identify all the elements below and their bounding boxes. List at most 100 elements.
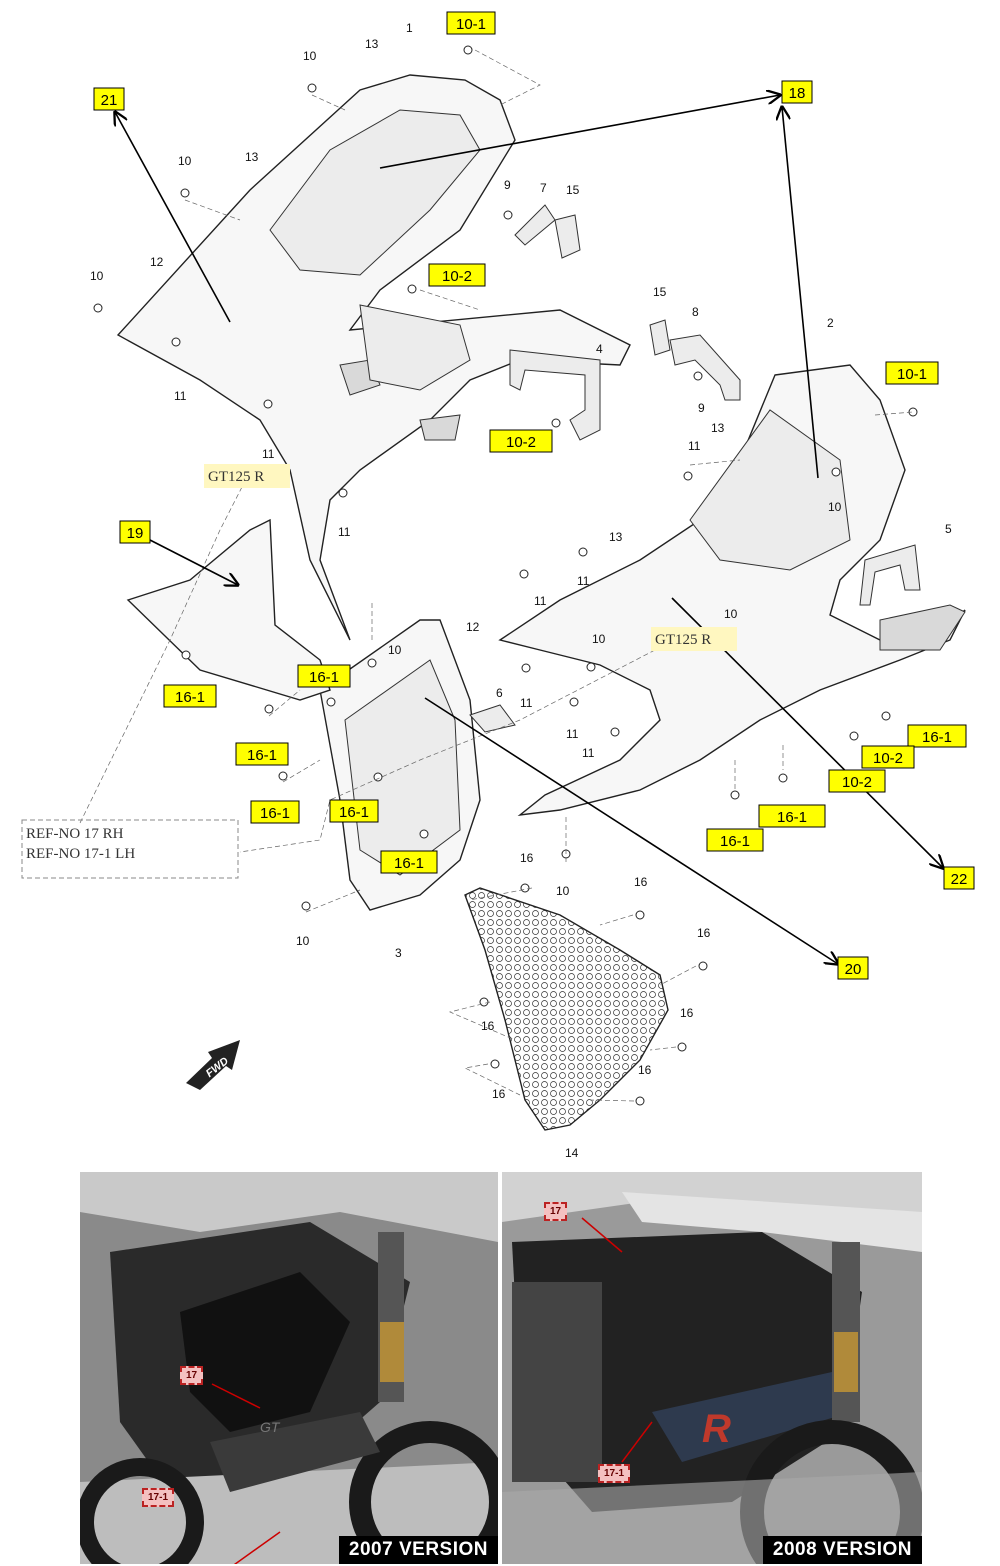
part-number-labels: 1 2 3 4 5 6 7 8 9 9 10 10 10 10 10 10 10… <box>90 21 952 1160</box>
callout-10-2-b: 10-2 <box>489 429 553 453</box>
side-vent-opening <box>419 414 461 441</box>
svg-text:16-1: 16-1 <box>339 804 369 821</box>
svg-text:2: 2 <box>827 316 834 330</box>
svg-text:10-2: 10-2 <box>442 268 472 285</box>
svg-text:12: 12 <box>150 255 164 269</box>
tag-17-1-2008: 17-1 <box>598 1464 631 1483</box>
assembly-dash-lines <box>79 49 914 1102</box>
svg-text:10: 10 <box>556 884 570 898</box>
photo-2008-version: R 17 17-1 2008 VERSION <box>502 1172 922 1564</box>
svg-text:11: 11 <box>577 574 590 588</box>
side-cowl-part-2 <box>498 364 966 817</box>
svg-text:REF-NO 17 RH: REF-NO 17 RH <box>26 826 124 842</box>
callout-16-1-e: 16-1 <box>329 799 379 823</box>
svg-text:1: 1 <box>406 21 413 35</box>
svg-text:16: 16 <box>520 851 534 865</box>
clip-part-7 <box>514 204 556 246</box>
callout-10-2-a: 10-2 <box>428 263 486 287</box>
svg-text:15: 15 <box>653 285 667 299</box>
svg-text:11: 11 <box>582 746 595 760</box>
version-label-2007: 2007 VERSION <box>338 1536 498 1564</box>
svg-text:10: 10 <box>592 632 606 646</box>
callout-16-1-f: 16-1 <box>380 850 438 874</box>
svg-text:16: 16 <box>634 875 648 889</box>
bracket-part-8 <box>669 334 741 401</box>
svg-text:REF-NO 17-1 LH: REF-NO 17-1 LH <box>26 846 135 862</box>
svg-text:11: 11 <box>534 594 547 608</box>
svg-text:10-2: 10-2 <box>842 774 872 791</box>
svg-text:11: 11 <box>566 727 579 741</box>
bracket-part-4 <box>509 349 601 441</box>
callout-10-1-right: 10-1 <box>885 361 939 385</box>
svg-text:13: 13 <box>365 37 379 51</box>
motorcycle-photo-2008: R <box>502 1172 922 1564</box>
version-photos: GT 17 17-1 2007 VERSION R 17 17-1 2008 V… <box>80 1172 922 1564</box>
svg-text:16-1: 16-1 <box>777 809 807 826</box>
side-panel-part-19 <box>126 518 331 701</box>
svg-text:16-1: 16-1 <box>720 833 750 850</box>
svg-text:10: 10 <box>388 643 402 657</box>
tag-17-2007: 17 <box>180 1366 204 1385</box>
svg-text:7: 7 <box>540 181 547 195</box>
fwd-arrow-icon: FWD <box>186 1040 240 1090</box>
exploded-parts-diagram: 10-1 18 21 10-2 10-1 10-2 19 16-1 16-1 1… <box>21 11 975 1160</box>
svg-text:13: 13 <box>711 421 725 435</box>
svg-text:19: 19 <box>127 525 144 542</box>
svg-text:16: 16 <box>680 1006 694 1020</box>
callout-20: 20 <box>837 956 869 980</box>
callout-16-1-d: 16-1 <box>250 800 300 824</box>
svg-text:9: 9 <box>504 178 511 192</box>
callout-16-1-c: 16-1 <box>235 742 289 766</box>
svg-text:10: 10 <box>828 500 842 514</box>
svg-text:11: 11 <box>338 525 351 539</box>
tag-17-1-2007: 17-1 <box>142 1488 175 1507</box>
svg-text:10: 10 <box>178 154 192 168</box>
svg-text:18: 18 <box>789 85 806 102</box>
bracket-part-5 <box>859 544 921 606</box>
photo-2007-version: GT 17 17-1 2007 VERSION <box>80 1172 498 1564</box>
svg-text:10-2: 10-2 <box>873 750 903 767</box>
svg-text:11: 11 <box>688 439 701 453</box>
dash-inner-panel <box>359 304 471 391</box>
gt125r-label-right: GT125 R <box>651 627 737 651</box>
svg-text:6: 6 <box>496 686 503 700</box>
callout-10-1-top: 10-1 <box>446 11 496 35</box>
svg-text:10-2: 10-2 <box>506 434 536 451</box>
svg-text:GT: GT <box>260 1419 281 1435</box>
svg-text:R: R <box>702 1407 731 1451</box>
clip-part-15-a <box>554 214 581 259</box>
svg-text:16: 16 <box>638 1063 652 1077</box>
bracket-part-6 <box>469 704 516 733</box>
svg-text:9: 9 <box>698 401 705 415</box>
svg-text:4: 4 <box>596 342 603 356</box>
svg-text:16-1: 16-1 <box>175 689 205 706</box>
svg-text:10: 10 <box>303 49 317 63</box>
svg-text:20: 20 <box>845 961 862 978</box>
svg-text:10: 10 <box>724 607 738 621</box>
ref-no-box: REF-NO 17 RH REF-NO 17-1 LH <box>21 819 239 879</box>
svg-text:21: 21 <box>101 92 118 109</box>
svg-text:16-1: 16-1 <box>247 747 277 764</box>
callout-18: 18 <box>781 80 813 104</box>
gt125r-label-left: GT125 R <box>204 464 290 488</box>
svg-text:16: 16 <box>697 926 711 940</box>
version-label-2008: 2008 VERSION <box>762 1536 922 1564</box>
motorcycle-photo-2007: GT <box>80 1172 498 1564</box>
svg-text:11: 11 <box>174 389 187 403</box>
callout-16-1-i: 16-1 <box>706 828 764 852</box>
svg-text:10: 10 <box>296 934 310 948</box>
svg-text:14: 14 <box>565 1146 579 1160</box>
callout-16-1-h: 16-1 <box>758 804 826 828</box>
callout-16-1-b: 16-1 <box>163 684 217 708</box>
svg-text:12: 12 <box>466 620 480 634</box>
ref-dotted-leader <box>79 486 243 824</box>
callout-10-2-c: 10-2 <box>861 745 915 769</box>
svg-text:5: 5 <box>945 522 952 536</box>
callout-16-1-a: 16-1 <box>297 664 351 688</box>
callout-19: 19 <box>119 520 151 544</box>
svg-text:16-1: 16-1 <box>309 669 339 686</box>
svg-text:10-1: 10-1 <box>897 366 927 383</box>
svg-text:16: 16 <box>492 1087 506 1101</box>
svg-text:3: 3 <box>395 946 402 960</box>
svg-text:16-1: 16-1 <box>260 805 290 822</box>
